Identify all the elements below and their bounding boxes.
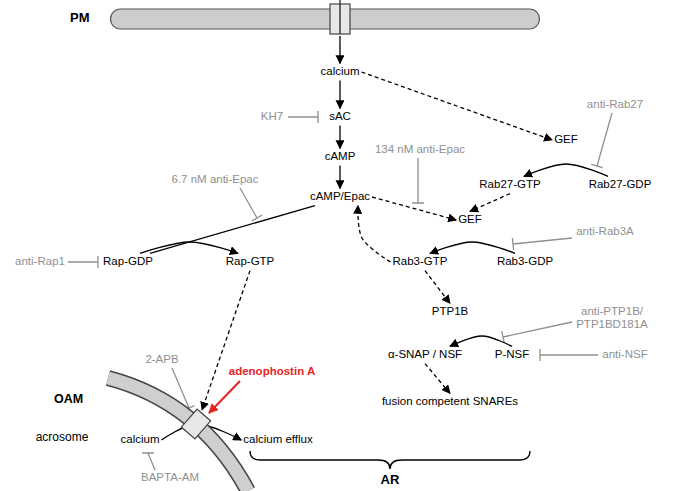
pathway-arrow [339, 166, 340, 189]
pathway-node: fusion competent SNAREs [382, 395, 518, 408]
node-text: Rab27-GDP [589, 178, 652, 191]
channel [330, 4, 350, 34]
membrane-bar [111, 9, 540, 29]
pathway-arrow [339, 36, 340, 63]
dashed-arrow [425, 364, 450, 394]
inhibitor-label: anti-NSF [602, 348, 647, 361]
node-text: Rab3-GTP [393, 255, 448, 268]
pathway-node: sAC [329, 110, 351, 123]
dashed-arrow [470, 194, 510, 212]
node-text: PM [70, 11, 90, 26]
node-text: Rap-GDP [103, 255, 153, 268]
inhibition-bar [68, 256, 98, 268]
pathway-arrow [339, 81, 340, 109]
node-text: cAMP [325, 150, 356, 163]
pathway-arrow [430, 242, 515, 253]
node-text: GEF [554, 133, 578, 146]
membrane-outline [108, 378, 248, 491]
pathway-node: GEF [458, 213, 482, 226]
membrane-shape [110, 4, 540, 34]
inhibition-bar [142, 453, 155, 470]
inhibition-bar [502, 322, 572, 343]
node-text: GEF [458, 213, 482, 226]
node-text: calcium [121, 433, 160, 446]
pathway-node: calcium [121, 433, 160, 446]
node-text: P-NSF [495, 348, 530, 361]
pathway-node: Rab27-GDP [589, 178, 652, 191]
node-text: calcium efflux [243, 433, 312, 446]
pathway-node: calcium efflux [243, 433, 312, 446]
node-text: Rab3-GDP [497, 255, 553, 268]
pathway-node: GEF [554, 133, 578, 146]
dashed-arrow [202, 271, 250, 410]
dashed-arrow [372, 197, 456, 220]
pathway-node: Rap-GTP [226, 255, 275, 268]
inhibition-bar [240, 188, 262, 221]
dashed-arrow [361, 72, 552, 140]
inhibitor-label: BAPTA-AM [141, 471, 199, 484]
pathway-arrow [339, 126, 340, 149]
pathway-node: P-NSF [495, 348, 530, 361]
pathway-node: Rab27-GTP [479, 178, 540, 191]
pathway-node: Rab3-GTP [393, 255, 448, 268]
annotation-label: acrosome [36, 431, 89, 445]
pathway-node: PTP1B [432, 305, 468, 318]
pathway-node: cAMP/Epac [310, 190, 370, 203]
node-text: calcium [321, 65, 360, 78]
pathway-node: Rap-GDP [103, 255, 153, 268]
inhibitor-label: 2-APB [145, 353, 178, 366]
pathway-arrow [450, 336, 512, 346]
channel-path [339, 4, 340, 34]
inhibitor-label: 6.7 nM anti-Epac [172, 173, 259, 186]
node-text: α-SNAP / NSF [388, 348, 462, 361]
node-text: Rap-GTP [226, 255, 275, 268]
pathway-arrow [524, 164, 608, 176]
node-text: PTP1B [432, 305, 468, 318]
inhibitor-label: anti-PTP1B/ PTP1BD181A [575, 305, 649, 331]
inhibition-bar [540, 349, 598, 361]
channel [181, 409, 210, 439]
inhibition-bar [288, 111, 318, 123]
plasma-membrane: PM [110, 4, 540, 34]
inhibitor-label: anti-Rab27 [587, 98, 643, 111]
node-text: fusion competent SNAREs [382, 395, 518, 408]
pathway-node: Rab3-GDP [497, 255, 553, 268]
dashed-arrow [425, 271, 450, 304]
node-text: sAC [329, 110, 351, 123]
node-text: OAM [54, 392, 83, 406]
annotation-label: adenophostin A [229, 365, 315, 378]
pathway-arrow [140, 242, 238, 253]
inhibition-bar [591, 113, 612, 168]
inhibitor-label: KH7 [261, 110, 283, 123]
inhibitor-label: anti-Rap1 [15, 255, 65, 268]
pathway-node: cAMP [325, 150, 356, 163]
inhibition-bar [412, 158, 424, 203]
node-text: cAMP/Epac [310, 190, 370, 203]
inhibitor-label: 134 nM anti-Epac [375, 143, 465, 156]
inhibitor-label: anti-Rab3A [576, 225, 634, 238]
pathway-node: calcium [321, 65, 360, 78]
node-text: Rab27-GTP [479, 178, 540, 191]
membrane-band [108, 378, 248, 491]
inhibition-bar [512, 238, 572, 250]
pathway-arrow [150, 206, 315, 254]
pathway-node: α-SNAP / NSF [388, 348, 462, 361]
annotation-label: AR [381, 473, 400, 488]
brace [250, 451, 530, 469]
agonist-arrow [209, 381, 240, 413]
dashed-arrow [358, 206, 391, 262]
